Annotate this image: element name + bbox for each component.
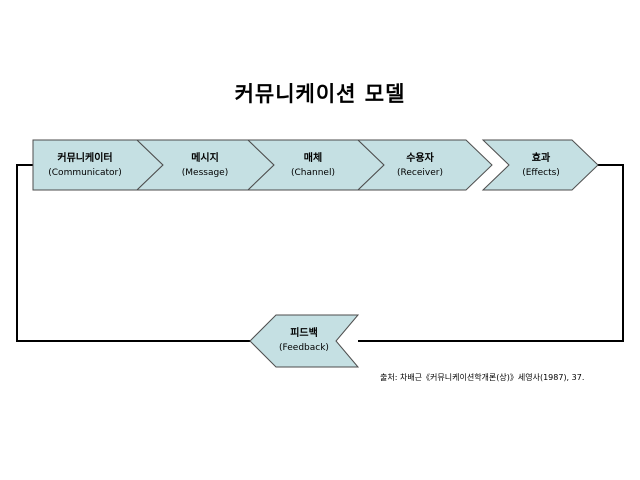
node-shape-receiver — [356, 139, 493, 191]
feedback-return-line — [16, 164, 250, 342]
node-shape-feedback — [249, 314, 360, 368]
node-shape-communicator — [32, 139, 164, 191]
diagram-title: 커뮤니케이션 모델 — [234, 82, 406, 106]
node-shape-effects — [481, 139, 599, 191]
feedback-loop-line — [358, 164, 624, 342]
source-citation: 출처: 차배근《커뮤니케이션학개론(상)》세영사(1987), 37. — [380, 373, 585, 382]
